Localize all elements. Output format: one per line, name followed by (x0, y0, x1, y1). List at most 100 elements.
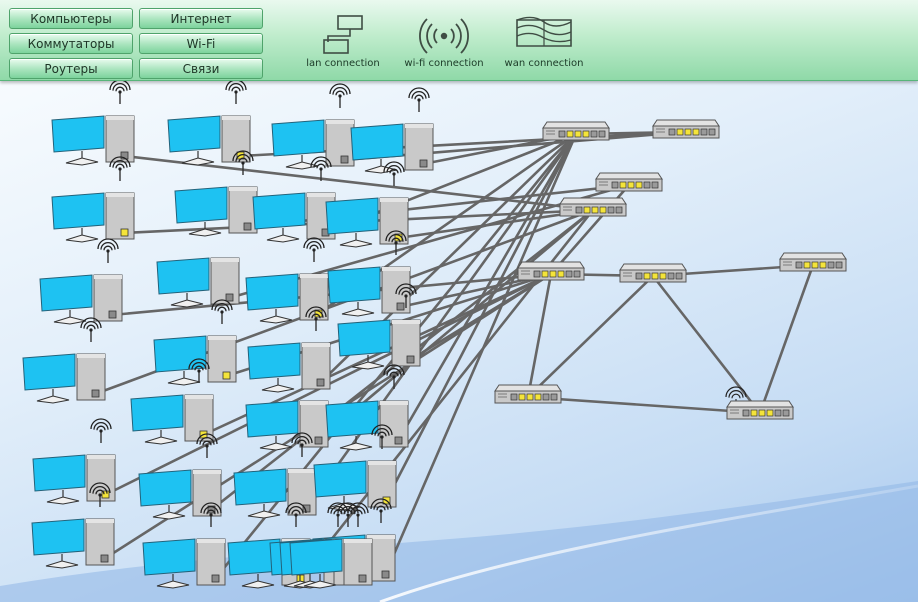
wifi-button[interactable]: Wi-Fi (139, 33, 263, 54)
computer-node[interactable] (271, 83, 355, 170)
network-port[interactable] (627, 181, 635, 189)
links-button[interactable]: Связи (139, 58, 263, 79)
network-port[interactable] (542, 393, 550, 401)
computer-node[interactable] (153, 299, 237, 386)
network-port[interactable] (811, 261, 819, 269)
switch-node[interactable] (779, 252, 847, 272)
network-port[interactable] (518, 393, 526, 401)
network-port[interactable] (708, 128, 716, 136)
computer-node[interactable] (51, 156, 135, 243)
computer-node[interactable] (233, 432, 317, 519)
computer-node[interactable] (174, 150, 258, 237)
network-port[interactable] (700, 128, 708, 136)
network-port[interactable] (100, 554, 109, 563)
network-port[interactable] (782, 409, 790, 417)
network-port[interactable] (598, 130, 606, 138)
network-port[interactable] (558, 130, 566, 138)
network-port[interactable] (635, 181, 643, 189)
network-port[interactable] (742, 409, 750, 417)
network-port[interactable] (582, 130, 590, 138)
network-port[interactable] (676, 128, 684, 136)
network-port[interactable] (314, 436, 323, 445)
network-port[interactable] (108, 310, 117, 319)
network-port[interactable] (591, 206, 599, 214)
computer-node[interactable] (32, 418, 116, 505)
switches-button[interactable]: Коммутаторы (9, 33, 133, 54)
network-port[interactable] (590, 130, 598, 138)
network-port[interactable] (91, 389, 100, 398)
network-port[interactable] (574, 130, 582, 138)
network-port[interactable] (803, 261, 811, 269)
network-port[interactable] (566, 130, 574, 138)
network-port[interactable] (565, 270, 573, 278)
internet-button[interactable]: Интернет (139, 8, 263, 29)
network-port[interactable] (684, 128, 692, 136)
lan-cable[interactable] (396, 132, 578, 443)
lan-cable[interactable] (526, 272, 553, 399)
network-port[interactable] (659, 272, 667, 280)
switch-node[interactable] (619, 263, 687, 283)
switch-node[interactable] (559, 197, 627, 217)
network-port[interactable] (340, 155, 349, 164)
network-port[interactable] (394, 436, 403, 445)
network-port[interactable] (675, 272, 683, 280)
computer-node[interactable] (156, 257, 240, 308)
computer-node[interactable] (252, 156, 336, 243)
network-port[interactable] (120, 151, 129, 160)
computer-node[interactable] (22, 317, 106, 404)
computer-node[interactable] (31, 482, 115, 569)
computer-node[interactable] (289, 502, 373, 589)
computer-node[interactable] (245, 400, 329, 451)
computer-node[interactable] (167, 81, 251, 166)
network-port[interactable] (635, 272, 643, 280)
network-canvas[interactable] (0, 81, 918, 602)
computer-node[interactable] (51, 81, 135, 166)
computer-node[interactable] (245, 237, 329, 324)
network-port[interactable] (557, 270, 565, 278)
network-port[interactable] (667, 272, 675, 280)
network-port[interactable] (396, 302, 405, 311)
network-port[interactable] (651, 181, 659, 189)
network-port[interactable] (316, 378, 325, 387)
network-port[interactable] (643, 272, 651, 280)
switch-node[interactable] (725, 386, 794, 420)
computer-node[interactable] (325, 161, 409, 248)
network-port[interactable] (510, 393, 518, 401)
switch-node[interactable] (542, 121, 610, 141)
network-port[interactable] (599, 206, 607, 214)
network-port[interactable] (549, 270, 557, 278)
network-port[interactable] (835, 261, 843, 269)
network-port[interactable] (550, 393, 558, 401)
computer-node[interactable] (337, 283, 421, 370)
network-port[interactable] (643, 181, 651, 189)
network-port[interactable] (575, 206, 583, 214)
computer-node[interactable] (325, 364, 409, 451)
computers-button[interactable]: Компьютеры (9, 8, 133, 29)
network-port[interactable] (750, 409, 758, 417)
switch-node[interactable] (494, 384, 562, 404)
computer-node[interactable] (350, 87, 434, 174)
network-port[interactable] (619, 181, 627, 189)
network-port[interactable] (819, 261, 827, 269)
network-port[interactable] (583, 206, 591, 214)
computer-node[interactable] (142, 502, 226, 589)
lan-connection-tool[interactable]: lan connection (300, 12, 386, 74)
network-port[interactable] (827, 261, 835, 269)
network-port[interactable] (541, 270, 549, 278)
network-port[interactable] (758, 409, 766, 417)
computer-node[interactable] (138, 433, 222, 520)
lan-cable[interactable] (122, 154, 595, 212)
network-port[interactable] (534, 393, 542, 401)
network-port[interactable] (615, 206, 623, 214)
network-port[interactable] (406, 355, 415, 364)
network-port[interactable] (419, 159, 428, 168)
lan-cable[interactable] (526, 274, 655, 399)
network-port[interactable] (225, 293, 234, 302)
network-port[interactable] (101, 490, 110, 499)
computer-node[interactable] (130, 358, 214, 445)
network-port[interactable] (526, 393, 534, 401)
network-port[interactable] (381, 570, 390, 579)
computer-node[interactable] (39, 238, 123, 325)
network-port[interactable] (611, 181, 619, 189)
network-port[interactable] (795, 261, 803, 269)
